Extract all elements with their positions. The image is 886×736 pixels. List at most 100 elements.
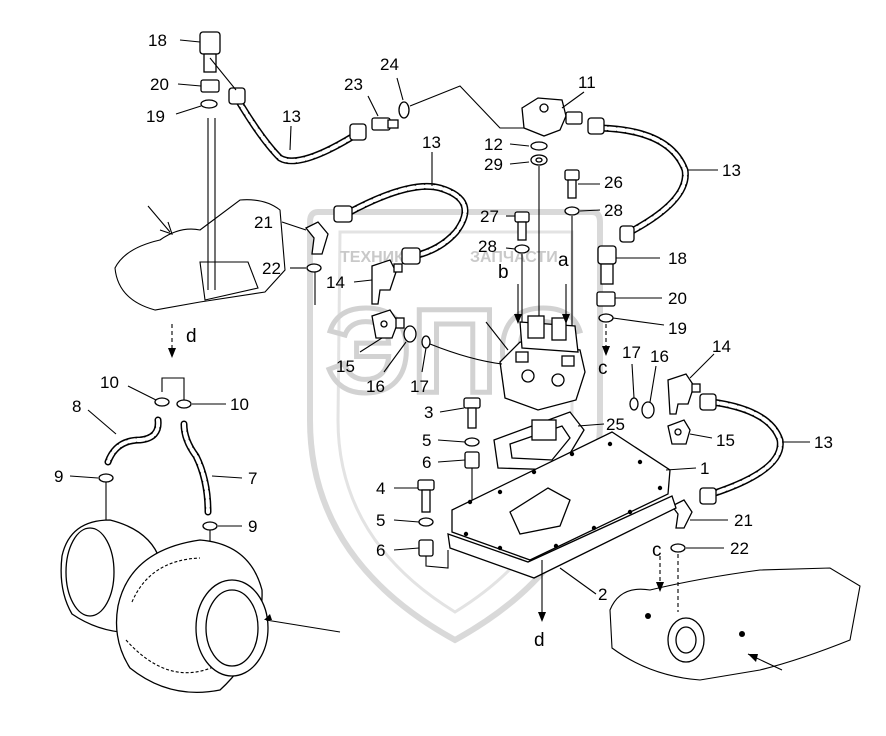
oring-22-right xyxy=(670,543,724,553)
callout-27: 27 xyxy=(480,207,499,226)
oring-9-left xyxy=(69,473,114,483)
callout-16: 16 xyxy=(366,377,385,396)
callout-5: 5 xyxy=(422,431,431,450)
spacer-6-upper xyxy=(437,451,480,469)
gasket-25 xyxy=(493,411,605,471)
callout-28: 28 xyxy=(478,237,497,256)
block-11 xyxy=(521,91,585,137)
callout-19: 19 xyxy=(668,319,687,338)
tube-7 xyxy=(180,420,243,516)
tube-8 xyxy=(87,409,162,466)
callout-17: 17 xyxy=(410,377,429,396)
callout-14: 14 xyxy=(326,273,345,292)
block-14-top xyxy=(353,259,403,305)
elbow-21-right xyxy=(671,499,728,529)
bolt-holes xyxy=(463,441,663,551)
oring-9-right xyxy=(202,521,242,531)
arrow-d-left xyxy=(168,348,176,358)
callout-3: 3 xyxy=(424,403,433,422)
watermark-text-left: ТЕХНИКА xyxy=(340,249,416,266)
cover-plate-1 xyxy=(451,431,697,561)
washer-29 xyxy=(509,154,548,166)
block-15-left xyxy=(359,309,405,353)
gasket-2 xyxy=(447,495,677,595)
fitting-23 xyxy=(367,95,399,131)
callout-26: 26 xyxy=(604,173,623,192)
callout-11: 11 xyxy=(578,73,596,92)
callout-a: a xyxy=(558,250,569,271)
callout-25: 25 xyxy=(606,415,625,434)
oring-17-right xyxy=(629,363,639,411)
oring-10-left xyxy=(127,385,170,407)
callout-23: 23 xyxy=(344,75,363,94)
callout-c: c xyxy=(652,540,662,561)
callout-d: d xyxy=(186,326,197,347)
callout-6: 6 xyxy=(422,453,431,472)
callout-b: b xyxy=(498,262,509,283)
callout-13: 13 xyxy=(282,107,301,126)
callout-15: 15 xyxy=(336,357,355,376)
block-14-right xyxy=(667,353,715,415)
oring-17-left xyxy=(421,335,431,373)
nut-16-right xyxy=(641,365,657,419)
bolt-3 xyxy=(439,397,481,429)
oring-22-top xyxy=(290,263,322,273)
oring-24 xyxy=(396,77,410,119)
leader-24-to-11 xyxy=(409,85,528,129)
callout-6: 6 xyxy=(376,541,385,560)
watermark-text-right: ЗАПЧАСТИ xyxy=(470,249,558,266)
top-left-housing xyxy=(114,118,316,311)
oring-12 xyxy=(509,141,548,151)
callout-14: 14 xyxy=(712,337,731,356)
bottom-right-housing xyxy=(609,554,861,681)
callout-10: 10 xyxy=(100,373,119,392)
washer-5-lower xyxy=(393,517,434,527)
callout-1: 1 xyxy=(700,459,709,478)
bolt-27 xyxy=(506,211,530,241)
nut-16-left xyxy=(383,325,417,373)
oring-19-top xyxy=(175,99,218,115)
callout-19: 19 xyxy=(146,107,165,126)
callout-17: 17 xyxy=(622,343,641,362)
valve-assembly xyxy=(485,284,586,411)
callout-8: 8 xyxy=(72,397,81,416)
callout-9: 9 xyxy=(248,517,257,536)
elbow-21-top xyxy=(281,221,329,255)
hose-13-right-lower xyxy=(699,393,810,505)
torque-converter xyxy=(60,519,341,693)
callout-7: 7 xyxy=(248,469,257,488)
bolt-4 xyxy=(394,479,435,513)
callout-29: 29 xyxy=(484,155,503,174)
spacer-6-lower xyxy=(393,539,434,557)
callout-2: 2 xyxy=(598,585,607,604)
callout-22: 22 xyxy=(730,539,749,558)
washer-28-left xyxy=(505,244,530,254)
hose-13-middle xyxy=(333,152,469,265)
callout-labels: 18 20 19 13 23 24 11 12 29 13 13 26 28 2… xyxy=(54,31,833,651)
elbow-fitting-18-right xyxy=(597,245,660,285)
callout-c: c xyxy=(598,358,608,379)
callout-10: 10 xyxy=(230,395,249,414)
callout-28: 28 xyxy=(604,201,623,220)
callout-15: 15 xyxy=(716,431,735,450)
callout-20: 20 xyxy=(150,75,169,94)
elbow-fitting-18-top xyxy=(179,31,221,73)
callout-21: 21 xyxy=(734,511,753,530)
callout-13: 13 xyxy=(722,161,741,180)
washer-5-upper xyxy=(437,437,480,447)
callout-4: 4 xyxy=(376,479,385,498)
callout-12: 12 xyxy=(484,135,503,154)
callout-13: 13 xyxy=(814,433,833,452)
bolt-26 xyxy=(564,169,600,199)
callout-13: 13 xyxy=(422,133,441,152)
callout-18: 18 xyxy=(668,249,687,268)
oring-10-right xyxy=(176,399,226,409)
callout-18: 18 xyxy=(148,31,167,50)
nut-20-top xyxy=(177,79,220,93)
leader-6-lower xyxy=(425,550,449,569)
arrow-c-top xyxy=(602,346,610,356)
callout-16: 16 xyxy=(650,347,669,366)
callout-d: d xyxy=(534,630,545,651)
leader-17-to-valve xyxy=(429,343,503,365)
